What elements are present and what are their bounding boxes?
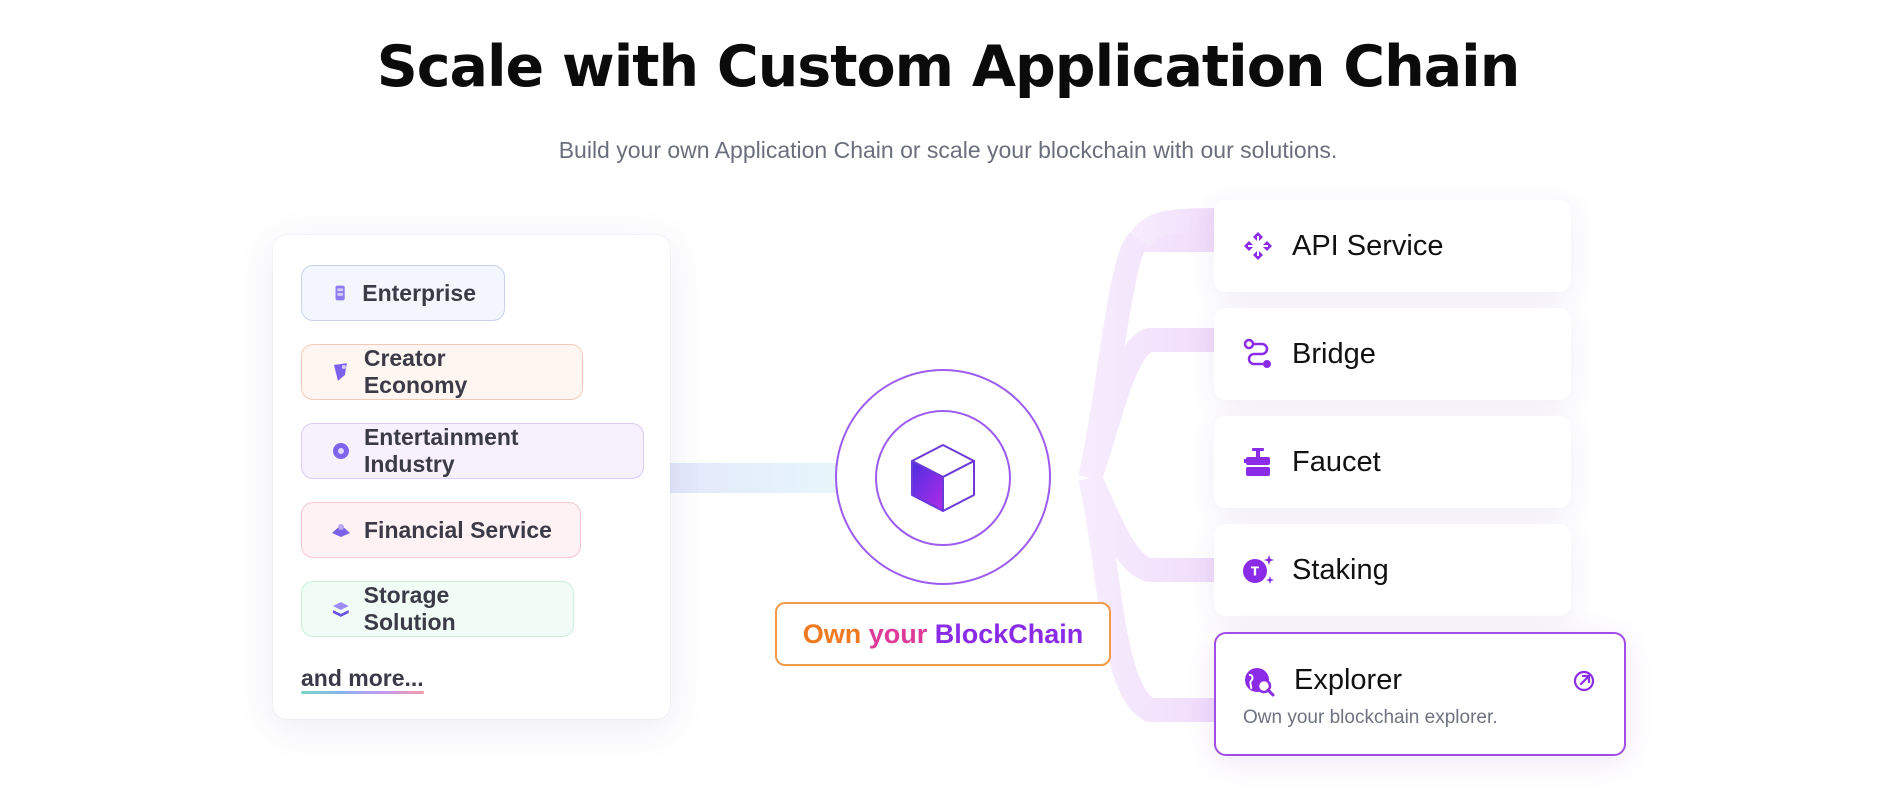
storage-icon (332, 602, 349, 617)
service-label: Faucet (1292, 445, 1381, 478)
chip-creator-economy[interactable]: Creator Economy (301, 344, 583, 400)
service-label: API Service (1292, 229, 1444, 262)
page-subtitle: Build your own Application Chain or scal… (558, 137, 1338, 163)
explorer-description: Own your blockchain explorer. (1243, 707, 1498, 728)
right-connector-tree (1049, 208, 1215, 722)
faucet-icon (1244, 448, 1270, 476)
chip-storage-solution[interactable]: Storage Solution (301, 581, 574, 637)
and-more-link[interactable]: and more... (301, 665, 424, 694)
own-blockchain-button[interactable]: Own your BlockChain (775, 602, 1111, 666)
service-label: Staking (1292, 553, 1389, 586)
globe-search-icon (1245, 668, 1275, 697)
api-icon (1244, 232, 1272, 260)
cta-word-own: Own (802, 618, 862, 649)
page-title: Scale with Custom Application Chain (376, 34, 1521, 100)
chip-enterprise[interactable]: Enterprise (301, 265, 505, 321)
left-connector (668, 463, 838, 493)
bridge-icon (1243, 338, 1271, 368)
service-card-explorer[interactable]: Explorer Own your blockchain explorer. (1214, 632, 1626, 756)
external-link-icon[interactable] (1572, 669, 1596, 693)
cta-word-blockchain: BlockChain (934, 618, 1084, 649)
enterprise-icon (335, 285, 345, 301)
entertainment-icon (332, 443, 349, 459)
service-card-api[interactable]: API Service (1214, 200, 1571, 292)
service-label: Bridge (1292, 337, 1376, 370)
staking-icon: T (1243, 555, 1274, 584)
chip-label: Entertainment Industry (363, 424, 519, 477)
chip-label: Storage Solution (363, 582, 456, 635)
svg-text:T: T (1251, 565, 1260, 579)
creator-icon (333, 363, 347, 381)
financial-icon (332, 524, 350, 537)
service-card-faucet[interactable]: Faucet (1214, 416, 1571, 508)
explorer-label: Explorer (1294, 664, 1402, 696)
chip-label: Creator Economy (363, 345, 468, 398)
cta-word-your: your (868, 618, 928, 649)
use-cases-card: Enterprise Creator Economy Entertainment… (273, 235, 670, 719)
chip-entertainment-industry[interactable]: Entertainment Industry (301, 423, 644, 479)
cube-icon (911, 444, 975, 512)
chip-financial-service[interactable]: Financial Service (301, 502, 581, 558)
chip-label: Financial Service (364, 516, 552, 543)
service-card-staking[interactable]: T Staking (1214, 524, 1571, 616)
service-card-bridge[interactable]: Bridge (1214, 308, 1571, 400)
chip-label: Enterprise (362, 279, 476, 306)
